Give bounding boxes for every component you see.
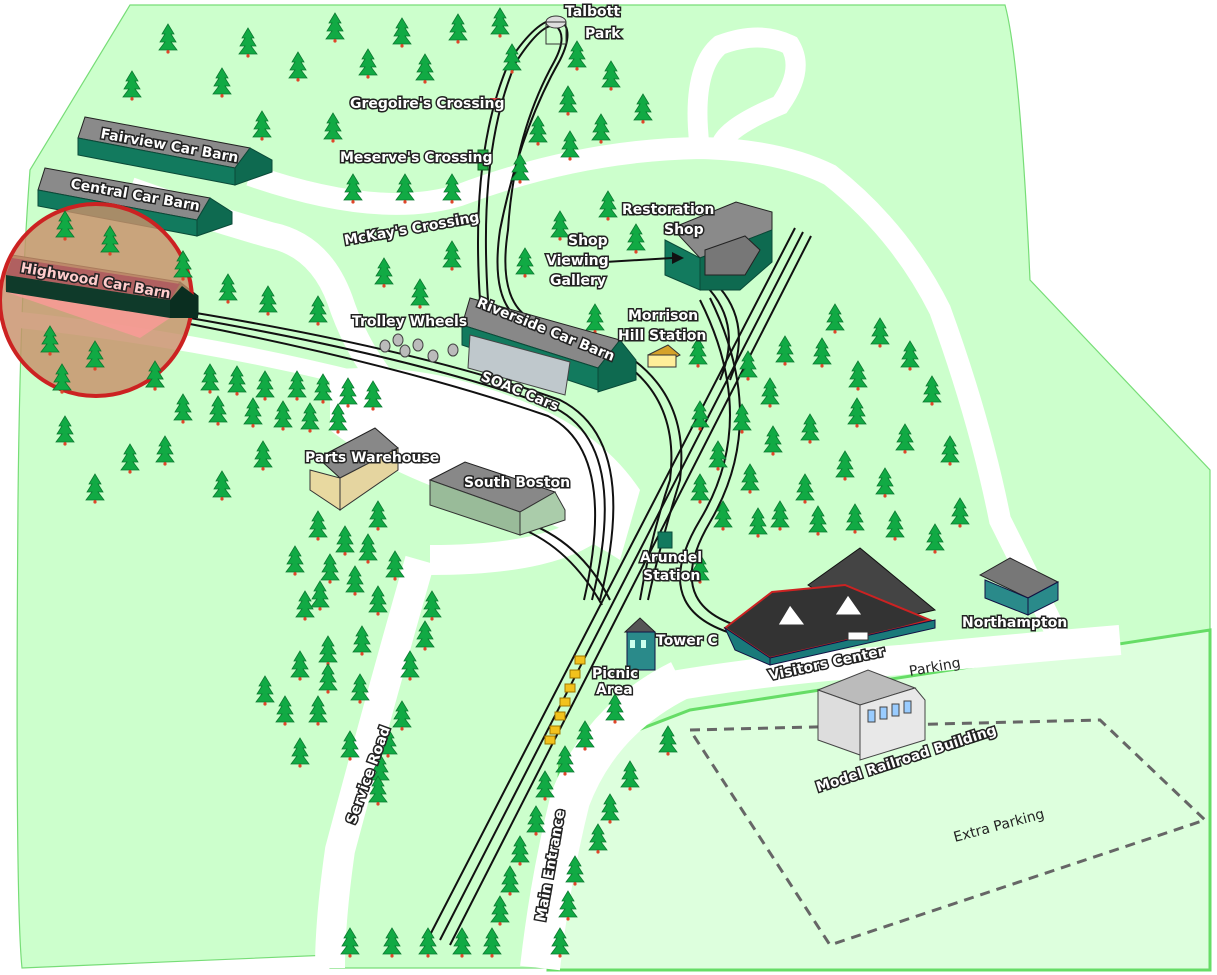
south-boston-label: South Boston	[464, 475, 570, 491]
svg-text:Northampton: Northampton	[962, 615, 1067, 631]
picnic-label-1: Picnic	[592, 666, 638, 682]
svg-text:Picnic: Picnic	[592, 666, 638, 682]
svg-text:Morrison: Morrison	[628, 308, 698, 324]
parts-warehouse-label: Parts Warehouse	[305, 450, 439, 466]
svg-text:Gallery: Gallery	[550, 273, 606, 289]
highlight-ring	[0, 202, 198, 398]
riverside-car-barn[interactable]	[461, 297, 637, 396]
svg-text:Gregoire's Crossing: Gregoire's Crossing	[350, 96, 504, 112]
model-railroad-building[interactable]	[816, 669, 926, 761]
northampton-building[interactable]	[978, 557, 1060, 616]
fairview-car-barn[interactable]	[77, 116, 273, 186]
svg-text:Parts Warehouse: Parts Warehouse	[305, 450, 439, 466]
tower-c-label: Tower C	[656, 633, 718, 649]
trolley-wheels-label: Trolley Wheels	[352, 314, 467, 330]
talbott-label-2: Park	[585, 26, 621, 42]
svg-text:Tower C: Tower C	[656, 633, 718, 649]
morrison-hill-station[interactable]	[647, 344, 681, 368]
svg-text:South Boston: South Boston	[464, 475, 570, 491]
morrison-label-2: Hill Station	[618, 328, 706, 344]
trolley-wheels[interactable]	[379, 333, 459, 363]
svg-text:Park: Park	[585, 26, 621, 42]
svg-text:Arundel: Arundel	[640, 550, 702, 566]
talbott-park-tower[interactable]	[545, 15, 567, 45]
picnic-area[interactable]	[544, 655, 586, 745]
extra-parking-outline	[687, 718, 1208, 947]
svg-text:Station: Station	[643, 568, 700, 584]
svg-text:Trolley Wheels: Trolley Wheels	[352, 314, 467, 330]
svg-text:Area: Area	[596, 682, 633, 698]
svg-text:Shop: Shop	[568, 233, 608, 249]
viewing-gallery-label-3: Gallery	[550, 273, 606, 289]
morrison-label-1: Morrison	[628, 308, 698, 324]
picnic-label-2: Area	[596, 682, 633, 698]
south-boston[interactable]	[428, 461, 566, 536]
tower-c[interactable]	[623, 617, 657, 671]
arundel-label-2: Station	[643, 568, 700, 584]
svg-text:Hill Station: Hill Station	[618, 328, 706, 344]
northampton-label: Northampton	[962, 615, 1067, 631]
svg-text:Shop: Shop	[664, 222, 704, 238]
restoration-shop[interactable]	[664, 201, 773, 291]
svg-text:Restoration: Restoration	[622, 202, 714, 218]
svg-text:Viewing: Viewing	[546, 253, 609, 269]
svg-text:Talbott: Talbott	[565, 4, 620, 20]
meserve-crossing-label: Meserve's Crossing	[340, 150, 493, 166]
restoration-label-1: Restoration	[622, 202, 714, 218]
restoration-label-2: Shop	[664, 222, 704, 238]
parts-warehouse[interactable]	[309, 427, 399, 511]
talbott-label-1: Talbott	[565, 4, 620, 20]
arundel-label-1: Arundel	[640, 550, 702, 566]
gregoire-crossing-label: Gregoire's Crossing	[350, 96, 504, 112]
svg-text:Meserve's Crossing: Meserve's Crossing	[340, 150, 493, 166]
viewing-gallery-label-2: Viewing	[546, 253, 609, 269]
viewing-gallery-label-1: Shop	[568, 233, 608, 249]
arundel-station[interactable]	[657, 531, 673, 549]
viewing-gallery-arrow	[604, 252, 684, 264]
trolley-tracks	[189, 18, 812, 946]
visitors-center[interactable]	[723, 547, 937, 666]
gregoire-crossing-marker	[490, 98, 500, 104]
meserve-crossing-marker	[477, 149, 489, 171]
